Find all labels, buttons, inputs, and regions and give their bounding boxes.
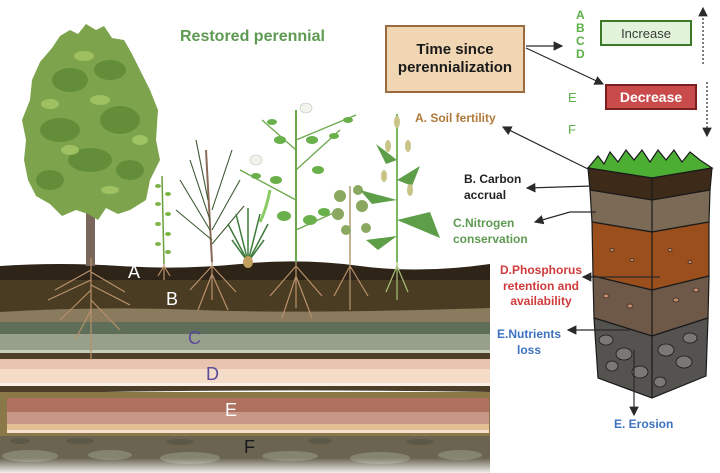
maple-sapling-illustration (332, 185, 371, 262)
bottom-fade (0, 458, 490, 473)
pea-illustration (239, 102, 357, 262)
stratum-divider-2 (0, 386, 490, 394)
stratum-label-e: E (225, 400, 238, 420)
increase-letter-b: B (576, 21, 585, 35)
stratum-divider-1 (0, 353, 490, 359)
decrease-letter-e: E (568, 90, 577, 105)
label-phosphorus-line3: availability (510, 294, 572, 309)
arrow-carbon-accrual (525, 182, 593, 193)
increase-box: Increase (600, 20, 692, 46)
label-nutrients-line2: loss (517, 342, 542, 357)
soil-strata (0, 261, 490, 473)
label-phosphorus-line2: retention and (503, 278, 580, 293)
decrease-box: Decrease (605, 84, 697, 110)
soil-monolith (586, 148, 714, 399)
arrows (501, 6, 712, 417)
stratum-d-edge (0, 383, 490, 386)
tree-illustration (22, 24, 160, 266)
monolith-grass (586, 148, 714, 179)
stratum-c (0, 322, 490, 334)
stratum-a-topsoil (0, 261, 490, 282)
stratum-e-mid (7, 412, 489, 424)
stratum-e-edge (7, 430, 489, 433)
quinoa-illustration (360, 114, 440, 262)
label-carbon-accrual: B. Carbon accrual (464, 172, 521, 203)
label-nitrogen-line2: conservation (453, 231, 528, 246)
stratum-e-light (7, 424, 489, 430)
stratum-label-b: B (166, 289, 179, 309)
label-carbon-accrual-line1: B. Carbon (464, 172, 522, 186)
stratum-b-transition (0, 308, 490, 322)
label-nitrogen-conservation: C.Nitrogen conservation (453, 216, 528, 247)
stratum-d-lower (0, 369, 490, 383)
stratum-b (0, 280, 490, 314)
monolith-stones (598, 332, 698, 388)
arrow-to-decrease (525, 47, 605, 85)
time-since-perennialization-box: Time since perennialization (385, 25, 525, 93)
label-phosphorus-line1: D.Phosphorus (500, 263, 583, 277)
decrease-letter-f: F (568, 122, 576, 137)
arrow-nitrogen (533, 211, 596, 225)
plant-roots (47, 258, 409, 360)
monolith-pebbles (602, 248, 700, 309)
label-phosphorus: D.Phosphorus retention and availability (500, 263, 582, 310)
stratum-e (7, 398, 489, 412)
arrow-soil-fertility (501, 126, 591, 171)
label-erosion: E. Erosion (614, 417, 674, 431)
fern-illustration (227, 208, 269, 268)
plants (22, 24, 440, 360)
shrub-illustration (175, 139, 245, 263)
stratum-label-c: C (188, 328, 201, 348)
vine-illustration (155, 175, 171, 265)
diagram-title: Restored perennial (180, 28, 325, 45)
stratum-label-a: A (128, 262, 141, 282)
label-nutrients-loss: E.Nutrients loss (497, 327, 561, 358)
label-soil-fertility: A. Soil fertility (415, 111, 496, 125)
increase-letter-c: C (576, 34, 585, 48)
stratum-c-lower (0, 334, 490, 350)
increase-letter-d: D (576, 47, 585, 61)
increase-letters: A B C D (576, 9, 585, 61)
stratum-c-edge (0, 350, 490, 353)
label-nutrients-line1: E.Nutrients (497, 327, 562, 341)
driver-line-2: perennialization (397, 59, 513, 76)
stratum-label-f: F (244, 437, 255, 457)
driver-line-1: Time since (416, 41, 494, 58)
label-carbon-accrual-line2: accrual (464, 187, 507, 202)
label-nitrogen-line1: C.Nitrogen (453, 216, 515, 230)
increase-letter-a: A (576, 8, 585, 22)
stratum-label-d: D (206, 364, 219, 384)
stratum-d (0, 359, 490, 369)
